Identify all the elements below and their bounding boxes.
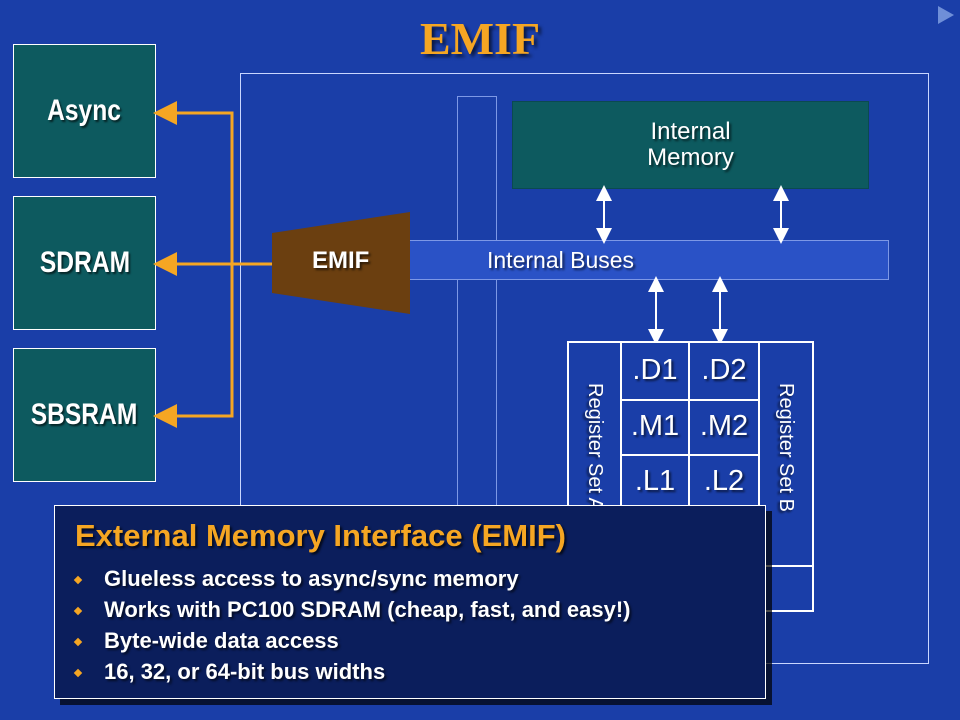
internal-memory-line1: Internal <box>650 118 731 145</box>
register-set-b: Register Set B <box>760 343 812 566</box>
bullet-item: Byte-wide data access <box>73 628 339 654</box>
sdram-memory-box: SDRAM <box>13 196 156 330</box>
next-slide-icon[interactable] <box>938 6 954 24</box>
internal-memory-line2: Memory <box>647 144 734 171</box>
emif-to-async-arrow <box>153 101 234 264</box>
register-set-a-label: Register Set A <box>584 383 606 511</box>
unit-l1: .L1 <box>634 465 676 497</box>
bullet-diamond-icon <box>73 637 83 647</box>
register-set-a: Register Set A <box>569 343 621 566</box>
bullet-diamond-icon <box>73 606 83 616</box>
bullet-text: Glueless access to async/sync memory <box>104 566 519 591</box>
bullet-diamond-icon <box>73 575 83 585</box>
page-title: EMIF <box>419 13 541 64</box>
emif-block-label: EMIF <box>312 247 370 274</box>
async-memory-box: Async <box>13 44 156 178</box>
bullet-text: 16, 32, or 64-bit bus widths <box>104 659 386 684</box>
bullet-diamond-icon <box>73 668 83 678</box>
bullet-item: Works with PC100 SDRAM (cheap, fast, and… <box>73 597 631 623</box>
emif-block-shape <box>272 212 410 314</box>
sbsram-label: SBSRAM <box>31 398 138 431</box>
unit-m1: .M1 <box>630 410 680 442</box>
internal-buses-label: Internal Buses <box>487 247 635 273</box>
vertical-bus <box>457 96 497 516</box>
unit-m2: .M2 <box>699 410 749 442</box>
info-panel-title: External Memory Interface (EMIF) <box>75 518 566 553</box>
bullet-text: Works with PC100 SDRAM (cheap, fast, and… <box>104 597 631 622</box>
bullet-item: 16, 32, or 64-bit bus widths <box>73 659 386 685</box>
info-panel <box>54 505 766 699</box>
cpu-divider <box>758 343 760 610</box>
emif-to-sbsram-arrow <box>153 264 234 428</box>
unit-d1: .D1 <box>632 354 678 386</box>
cpu-divider <box>620 454 758 456</box>
bullet-text: Byte-wide data access <box>104 628 339 653</box>
register-set-b-label: Register Set B <box>775 383 797 512</box>
emif-memory-bus-lines <box>153 101 272 428</box>
unit-d2: .D2 <box>701 354 747 386</box>
async-label: Async <box>47 94 122 127</box>
cpu-divider <box>620 399 758 401</box>
bullet-item: Glueless access to async/sync memory <box>73 566 519 592</box>
internal-memory-box: Internal Memory <box>512 101 869 189</box>
bus-junction <box>458 241 496 279</box>
sdram-label: SDRAM <box>39 246 130 279</box>
unit-l2: .L2 <box>703 465 745 497</box>
